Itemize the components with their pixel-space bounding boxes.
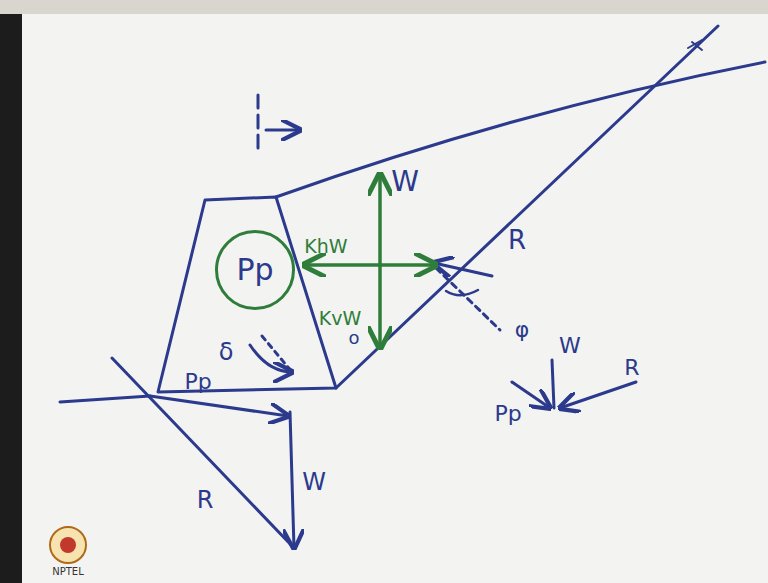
normal-dash — [436, 268, 500, 330]
normal-dash — [262, 336, 292, 372]
dash — [257, 115, 260, 128]
pp-vector — [150, 396, 288, 416]
retaining-wall — [158, 197, 336, 392]
r-line — [560, 382, 636, 408]
apex-mark — [688, 40, 702, 50]
delta-arc — [250, 345, 292, 372]
top-edge — [0, 0, 768, 14]
extension — [60, 396, 150, 402]
force-label: KvW — [319, 309, 362, 328]
motion-arrow — [266, 129, 300, 132]
r-vector — [112, 358, 294, 548]
nptel-logo — [50, 527, 86, 563]
dash — [257, 95, 260, 108]
force-label: R — [508, 227, 526, 253]
phi-arc — [446, 290, 478, 295]
force-label: NPTEL — [52, 567, 84, 577]
reaction-arrow — [434, 263, 492, 276]
force-label: KhW — [304, 237, 347, 256]
force-label: φ — [515, 319, 530, 341]
kh-arrow — [304, 263, 380, 267]
force-label: Pp — [184, 371, 211, 393]
force-label: W — [391, 168, 419, 196]
kv-arrow — [378, 265, 382, 348]
force-symbol: Pp — [236, 255, 273, 285]
force-label: R — [624, 357, 639, 379]
kh-arrow-right — [380, 263, 436, 267]
force-label: W — [559, 335, 581, 357]
circled-force: Pp — [215, 230, 295, 310]
w-vector — [290, 412, 294, 548]
backfill-surface — [276, 62, 765, 197]
force-label: δ — [219, 340, 234, 364]
force-label: R — [197, 488, 214, 512]
force-label: o — [348, 329, 359, 347]
force-label: Pp — [494, 403, 521, 425]
dash — [257, 135, 260, 148]
w-arrow — [378, 174, 382, 265]
force-label: W — [302, 470, 326, 494]
dark-edge — [0, 0, 22, 583]
w-line — [552, 360, 554, 408]
failure-plane — [336, 26, 718, 388]
